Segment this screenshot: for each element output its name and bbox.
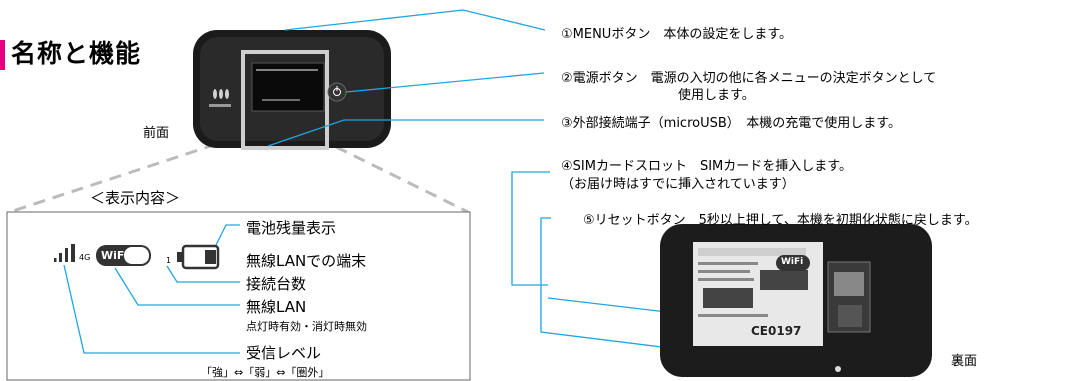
front-device	[193, 30, 391, 150]
battery-leader	[215, 224, 240, 246]
menu-button-callout: ①MENUボタン 本体の設定をします。	[561, 27, 793, 42]
sim-slot-callout-line2: （お届け時はすでに挿入されています）	[561, 177, 795, 192]
signal-type-label: 4G	[79, 253, 91, 262]
wlan-label: 無線LAN	[246, 298, 307, 316]
projection-line-right	[317, 136, 469, 214]
wlan-note: 点灯時有効・消灯時無効	[246, 320, 367, 333]
menu-callout-line	[284, 9, 546, 31]
usb-callout-line	[267, 119, 544, 147]
title-accent-bar	[0, 40, 5, 70]
back-device	[660, 224, 932, 377]
power-button-callout-line1: ②電源ボタン 電源の入切の他に各メニューの決定ボタンとして	[561, 71, 937, 86]
reception-leader	[63, 264, 240, 354]
reception-label: 受信レベル	[246, 344, 322, 362]
clients-label-line2: 接続台数	[246, 275, 307, 293]
back-label: 裏面	[951, 354, 978, 369]
wifi-badge-text: WiFi	[101, 249, 129, 262]
power-callout-line	[345, 72, 545, 93]
usb-port-callout: ③外部接続端子（microUSB） 本機の充電で使用します。	[561, 116, 901, 131]
clients-label-line1: 無線LANでの端末	[246, 252, 367, 270]
reception-note: 「強」⇔「弱」⇔「圏外」	[201, 366, 330, 379]
sim-callout-line	[511, 171, 550, 286]
reset-button-callout: ⑤リセットボタン 5秒以上押して、本機を初期化状態に戻します。	[583, 213, 978, 228]
front-label: 前面	[143, 126, 170, 141]
power-button-callout-line2: 使用します。	[678, 88, 755, 103]
display-detail-box	[6, 211, 471, 381]
clients-leader	[166, 265, 240, 283]
battery-icon	[177, 244, 220, 270]
page-title: 名称と機能	[11, 39, 142, 68]
wlan-leader	[114, 267, 240, 306]
client-count: 1	[166, 256, 172, 265]
signal-icon	[54, 244, 75, 262]
display-heading: ＜表示内容＞	[90, 189, 181, 207]
sim-slot-callout-line1: ④SIMカードスロット SIMカードを挿入します。	[561, 159, 852, 174]
back-wifi-mark: WiFi	[781, 257, 804, 267]
wifi-badge-icon	[96, 245, 151, 266]
battery-label: 電池残量表示	[246, 219, 337, 237]
ce-mark: CE0197	[751, 324, 802, 338]
